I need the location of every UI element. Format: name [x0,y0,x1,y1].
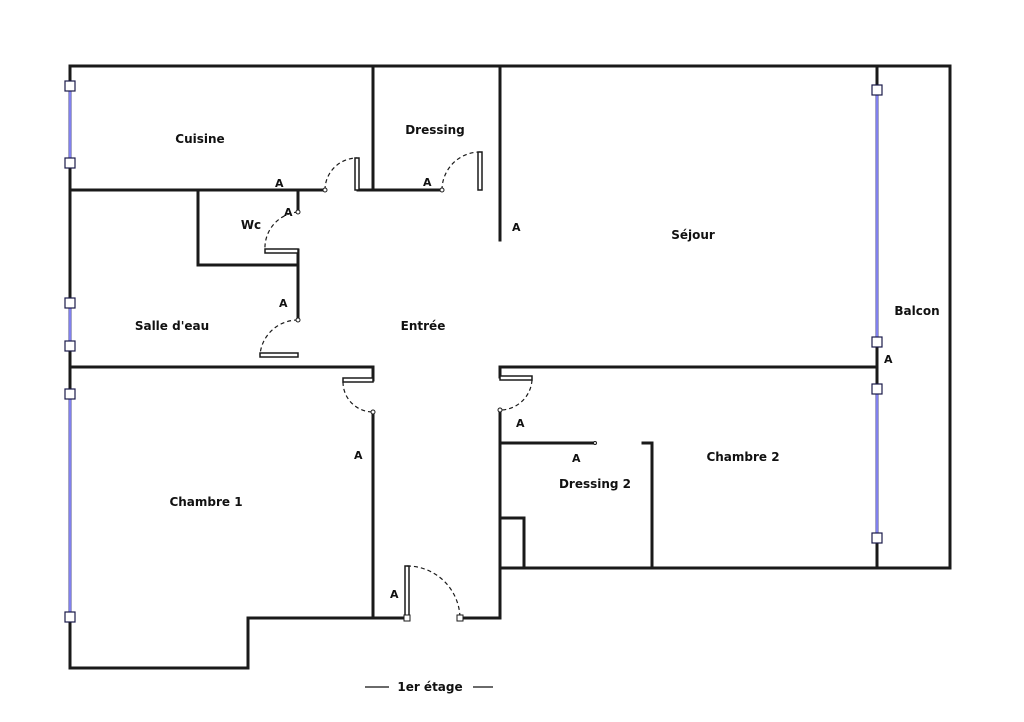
label-dressing: Dressing [405,123,465,137]
marker-a: A [279,297,288,310]
window-marker [64,157,76,169]
window-marker [871,532,883,544]
marker-a: A [572,452,581,465]
label-wc: Wc [241,218,261,232]
door-dressing2 [593,441,597,445]
label-chambre1: Chambre 1 [169,495,242,509]
window-marker [64,297,76,309]
marker-a: A [512,221,521,234]
label-dressing2: Dressing 2 [559,477,631,491]
marker-a: A [884,353,893,366]
window-marker [64,388,76,400]
caption-text: 1er étage [397,680,462,694]
door-cuisine [322,157,360,193]
label-sejour: Séjour [671,228,715,242]
room-labels: Cuisine Dressing Séjour Wc Salle d'eau E… [135,123,940,509]
walls [68,64,952,670]
window-marker [871,336,883,348]
marker-a: A [390,588,399,601]
marker-a: A [275,177,284,190]
label-cuisine: Cuisine [175,132,224,146]
window-marker [871,383,883,395]
door-dressing [439,151,483,193]
marker-a: A [284,206,293,219]
a-markers: A A A A A A A A A A [275,176,893,601]
window-marker [64,80,76,92]
door-entrance [403,565,464,622]
door-salle-eau [259,317,301,358]
marker-a: A [516,417,525,430]
label-chambre2: Chambre 2 [706,450,779,464]
marker-a: A [354,449,363,462]
doors [259,151,597,622]
door-wc [264,209,301,254]
window-marker [64,340,76,352]
window-marker [64,611,76,623]
windows [64,80,883,623]
floor-caption: 1er étage [365,680,493,694]
door-chambre1 [342,377,376,415]
door-chambre2 [497,375,533,413]
label-salle-eau: Salle d'eau [135,319,209,333]
label-entree: Entrée [401,319,446,333]
label-balcon: Balcon [894,304,939,318]
marker-a: A [423,176,432,189]
window-marker [871,84,883,96]
